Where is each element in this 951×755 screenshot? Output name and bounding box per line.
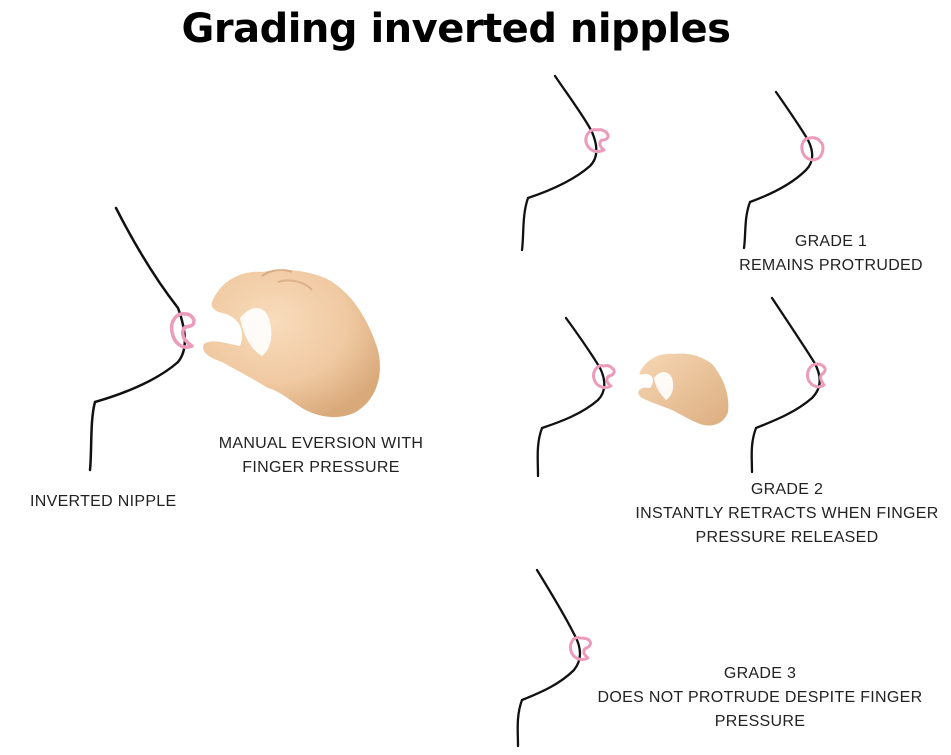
label-grade-1: GRADE 1 REMAINS PROTRUDED [726,230,936,278]
grade-3-description-line-2: PRESSURE [714,713,806,730]
grade-2-description-line-1: INSTANTLY RETRACTS WHEN FINGER [635,505,939,522]
inverted-nipple-icon [569,636,592,662]
inverted-nipple-icon [169,312,196,349]
hand-icon [203,268,380,418]
protruded-nipple-icon [800,136,825,162]
grade-3-title: GRADE 3 [723,665,797,682]
grade-1-description: REMAINS PROTRUDED [739,257,923,274]
nipple-icon [584,128,610,154]
nipple-icon [806,362,827,389]
breast-profile-grade3 [516,568,592,748]
breast-profile-grade2-after [750,296,827,474]
breast-profile-grade2-before [536,316,616,478]
breast-outline [88,206,186,472]
grade-1-title: GRADE 1 [794,233,868,250]
nipple-icon [592,364,616,390]
label-manual-eversion: MANUAL EVERSION WITH FINGER PRESSURE [200,432,442,480]
label-grade-3: GRADE 3 DOES NOT PROTRUDE DESPITE FINGER… [586,662,934,734]
grade-2-title: GRADE 2 [750,481,824,498]
breast-profile-grade1-before [520,74,610,252]
grade-2-description-line-2: PRESSURE RELEASED [695,529,879,546]
grade-3-description-line-1: DOES NOT PROTRUDE DESPITE FINGER [597,689,923,706]
label-grade-2: GRADE 2 INSTANTLY RETRACTS WHEN FINGER P… [626,478,948,550]
label-inverted-nipple: INVERTED NIPPLE [30,490,176,514]
breast-profile-inverted [88,206,196,472]
label-line-2: FINGER PRESSURE [242,459,400,476]
diagram-title: Grading inverted nipples [181,6,731,52]
label-text: INVERTED NIPPLE [30,493,177,510]
breast-profile-grade1-after [742,90,825,250]
label-line-1: MANUAL EVERSION WITH [218,435,424,452]
hand-icon-small [638,353,729,426]
